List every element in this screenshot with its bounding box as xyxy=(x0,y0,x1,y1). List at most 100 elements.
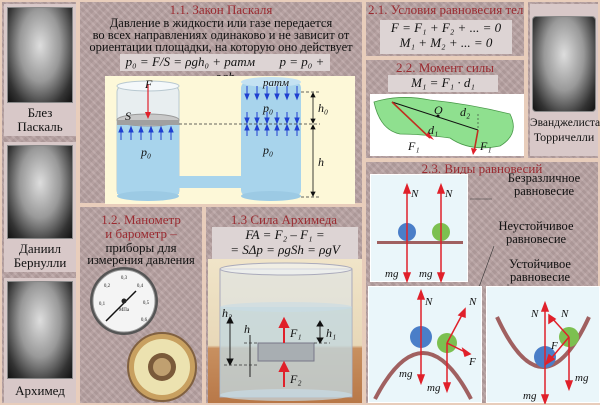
pascal-formula-box: p₀ = F/S = ρgh₀ + pатм p = p₀ + ρgh xyxy=(120,54,330,84)
section-1-2-title-2: и барометр – xyxy=(105,226,177,241)
torricelli-name-2: Торричелли xyxy=(533,130,595,144)
stable-label: Устойчивое равновесие xyxy=(490,258,590,284)
manometer-text-2: измерения давления xyxy=(87,253,195,267)
svg-text:N: N xyxy=(468,296,477,308)
svg-text:F₁: F₁ xyxy=(479,139,492,153)
pascal-card: Блез Паскаль xyxy=(4,4,76,136)
svg-text:F: F xyxy=(144,77,153,91)
indifferent-diagram: N N mg mg xyxy=(370,174,468,283)
pascal-diagram: F S p₀ xyxy=(105,76,355,204)
bernoulli-name-2: Бернулли xyxy=(13,255,67,270)
svg-text:mg: mg xyxy=(399,368,413,380)
svg-text:F₁: F₁ xyxy=(407,139,420,153)
section-2-2-title: 2.2. Момент силы xyxy=(395,60,495,75)
unstable-label: Неустойчивое равновесие xyxy=(486,220,586,246)
pascal-law-text: Давление в жидкости или газе передается … xyxy=(80,16,362,54)
svg-text:mg: mg xyxy=(575,372,589,384)
svg-text:p₀: p₀ xyxy=(140,145,151,159)
section-equilibrium-conditions: 2.1. Условия равновесия тел F = F₁ + F₂ … xyxy=(364,0,526,58)
svg-text:S: S xyxy=(125,109,131,123)
svg-text:МПа: МПа xyxy=(119,308,130,313)
svg-text:0,3: 0,3 xyxy=(121,276,128,281)
svg-text:F₁: F₁ xyxy=(289,326,302,340)
section-pascal-law: 1.1. Закон Паскаля Давление в жидкости и… xyxy=(78,0,364,205)
communicating-vessels-icon: F S p₀ xyxy=(116,77,328,201)
section-equilibrium-types: 2.3. Виды равновесий N N mg mg Безразлич… xyxy=(364,160,600,405)
svg-text:N: N xyxy=(560,308,569,320)
svg-text:0,1: 0,1 xyxy=(99,302,106,307)
stable-label-1: Устойчивое xyxy=(509,257,571,271)
svg-text:d₁: d₁ xyxy=(428,123,438,137)
gauges-icon: 0,1 0,2 0,3 0,4 0,5 0,6 МПа xyxy=(90,267,197,402)
svg-text:mg: mg xyxy=(523,390,537,402)
indifferent-label-2: равновесие xyxy=(513,184,575,198)
stable-equilibrium-icon: N N F mg mg xyxy=(495,300,591,404)
svg-text:0,6: 0,6 xyxy=(141,318,148,323)
svg-text:h: h xyxy=(318,155,324,169)
svg-text:0,5: 0,5 xyxy=(143,301,150,306)
svg-text:F: F xyxy=(550,340,558,352)
pascal-portrait xyxy=(7,7,73,103)
svg-text:pатм: pатм xyxy=(262,77,289,89)
svg-text:mg: mg xyxy=(427,382,441,394)
archimedes-portrait xyxy=(7,281,73,379)
svg-text:h₂: h₂ xyxy=(222,306,232,320)
svg-text:F: F xyxy=(468,356,476,368)
svg-text:N: N xyxy=(530,308,539,320)
archimedes-formula-2: = SΔp = ρgSh = ρgV xyxy=(230,242,340,257)
svg-text:O: O xyxy=(434,103,443,117)
torricelli-portrait xyxy=(532,16,596,112)
lever-body-icon: O d₂ d₁ F₁ F₁ xyxy=(373,97,514,155)
pascal-text-line-2: во всех направлениях одинаково и не зави… xyxy=(92,28,350,42)
svg-text:N: N xyxy=(424,296,433,308)
svg-text:N: N xyxy=(410,188,419,200)
unstable-diagram: N N F mg mg xyxy=(368,286,482,403)
indifferent-label-1: Безразличное xyxy=(507,171,581,185)
svg-text:p₀: p₀ xyxy=(262,101,273,115)
svg-text:N: N xyxy=(444,188,453,200)
bernoulli-portrait xyxy=(7,145,73,239)
indifferent-label: Безразличное равновесие xyxy=(494,172,594,198)
svg-text:mg: mg xyxy=(419,268,433,280)
equilibrium-formula-1: F = F₁ + F₂ + ... = 0 xyxy=(390,20,502,35)
svg-text:F₂: F₂ xyxy=(289,372,302,386)
archimedes-formula-box: FA = F₂ – F₁ = = SΔp = ρgSh = ρgV xyxy=(212,227,358,259)
torricelli-panel: Эванджелиста Торричелли xyxy=(526,0,600,160)
moment-formula-box: M₁ = F₁ · d₁ xyxy=(388,75,498,92)
archimedes-formula-1: FA = F₂ – F₁ = xyxy=(245,227,325,242)
pascal-text-line-1: Давление в жидкости или газе передается xyxy=(109,16,333,30)
archimedes-card: Архимед xyxy=(4,278,76,403)
pascal-name-2: Паскаль xyxy=(17,119,63,134)
bernoulli-card: Даниил Бернулли xyxy=(4,142,76,272)
section-2-1-title: 2.1. Условия равновесия тел xyxy=(368,2,524,17)
svg-text:0,2: 0,2 xyxy=(104,284,111,289)
svg-text:mg: mg xyxy=(385,268,399,280)
unstable-label-2: равновесие xyxy=(505,232,567,246)
stable-diagram: N N F mg mg xyxy=(486,286,600,404)
svg-text:h₀: h₀ xyxy=(318,101,328,115)
section-2-3-title: 2.3. Виды равновесий xyxy=(421,161,543,176)
torricelli-name-1: Эванджелиста xyxy=(530,117,600,129)
manometer-text-1: приборы для xyxy=(105,240,177,255)
pascal-name-1: Блез xyxy=(27,105,53,120)
archimedes-diagram: F₁ F₂ h₂ h h₁ xyxy=(208,259,362,403)
moment-formula: M₁ = F₁ · d₁ xyxy=(411,75,475,90)
unstable-equilibrium-icon: N N F mg mg xyxy=(373,288,477,400)
indifferent-equilibrium-icon: N N mg mg xyxy=(377,182,463,283)
svg-text:0,4: 0,4 xyxy=(137,284,144,289)
section-1-1-title: 1.1. Закон Паскаля xyxy=(169,2,273,17)
section-moment-of-force: 2.2. Момент силы M₁ = F₁ · d₁ O d₂ d₁ F₁… xyxy=(364,58,526,160)
svg-text:p₀: p₀ xyxy=(262,143,273,157)
bernoulli-name-1: Даниил xyxy=(19,241,61,256)
submerged-block-icon: F₁ F₂ h₂ h h₁ xyxy=(219,262,353,401)
section-1-2-title-1: 1.2. Манометр xyxy=(101,212,181,227)
equilibrium-formula-box: F = F₁ + F₂ + ... = 0 M₁ + M₂ + ... = 0 xyxy=(380,20,512,54)
equilibrium-formula-2: M₁ + M₂ + ... = 0 xyxy=(399,35,493,50)
section-1-3-title: 1.3 Сила Архимеда xyxy=(230,212,338,227)
torricelli-card: Эванджелиста Торричелли xyxy=(530,4,600,156)
archimedes-name: Архимед xyxy=(15,383,65,398)
section-archimedes: 1.3 Сила Архимеда FA = F₂ – F₁ = = SΔp =… xyxy=(204,205,364,405)
pascal-formula-left: p₀ = F/S = ρgh₀ + pатм xyxy=(125,54,255,69)
pascal-text-line-3: ориентации площадки, на которую оно дейс… xyxy=(89,40,353,54)
svg-text:d₂: d₂ xyxy=(460,105,470,119)
